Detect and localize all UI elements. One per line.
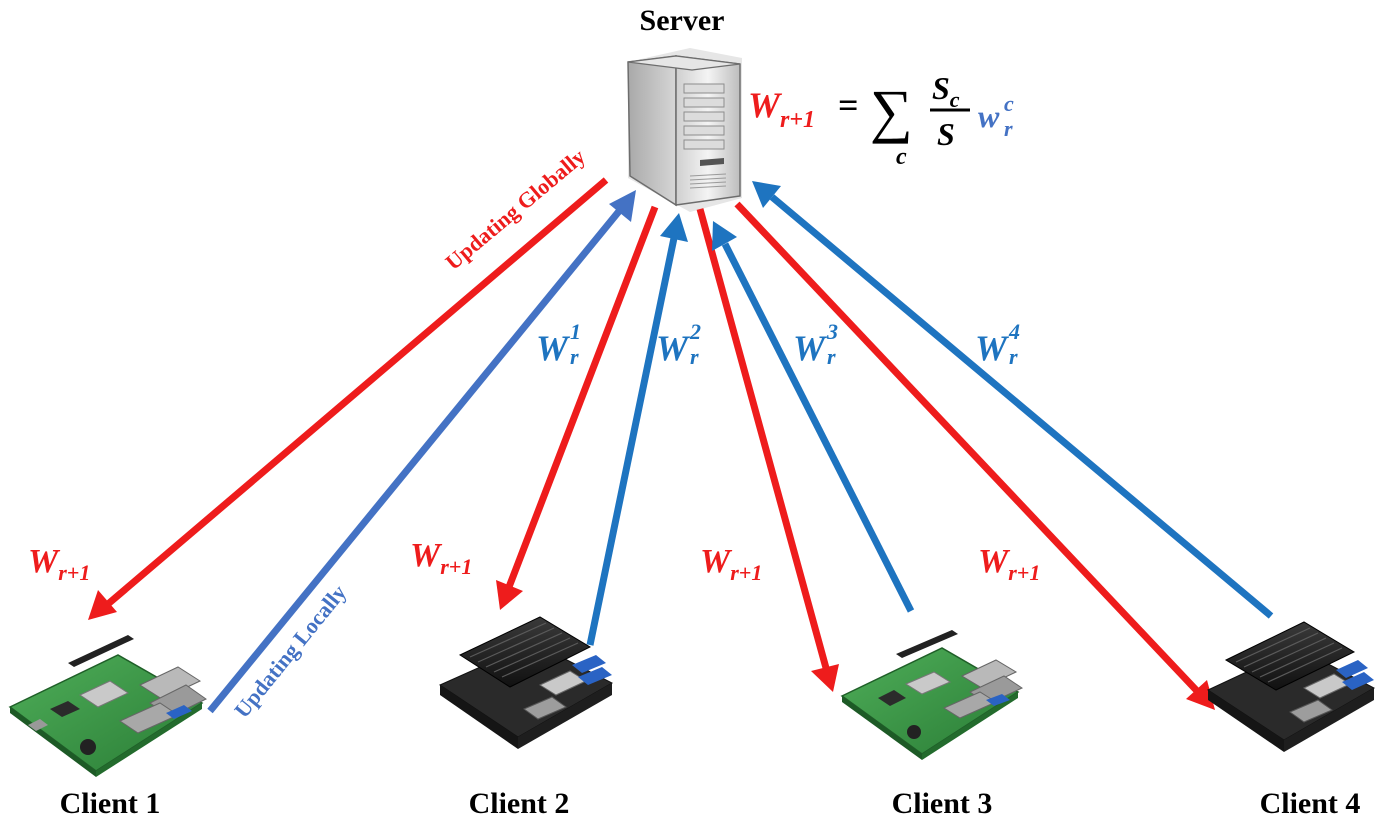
formula-numerator-sub: c xyxy=(950,87,960,112)
aggregation-formula: Wr+1 = ∑ c Sc S w c r xyxy=(748,70,1014,170)
client-2-label: Client 2 xyxy=(469,787,570,820)
local-arrowhead-client-4 xyxy=(752,181,781,208)
svg-text:2: 2 xyxy=(689,319,701,344)
formula-denominator: S xyxy=(937,116,955,152)
svg-text:r: r xyxy=(1009,344,1018,369)
global-arrowhead-client-4 xyxy=(1186,680,1215,710)
local-arrow-client-1 xyxy=(207,207,623,714)
global-arrow-client-4 xyxy=(734,201,1201,695)
client-2-board-icon xyxy=(438,616,614,749)
formula-lhs-sub: r+1 xyxy=(780,107,815,133)
local-arrowhead-client-1 xyxy=(609,190,636,222)
local-arrow-client-4 xyxy=(769,194,1274,619)
svg-text:4: 4 xyxy=(1008,319,1020,344)
global-label-client-4: Wr+1 xyxy=(978,543,1040,585)
local-arrowhead-client-2 xyxy=(660,213,688,242)
local-arrowhead-client-3 xyxy=(712,221,737,251)
svg-text:r: r xyxy=(690,344,699,369)
client-4-label: Client 4 xyxy=(1260,787,1361,820)
client-4-board-icon xyxy=(1206,621,1376,752)
svg-text:r: r xyxy=(827,344,836,369)
formula-term-sub: r xyxy=(1004,116,1013,141)
formula-term-sup: c xyxy=(1004,91,1014,116)
server-icon xyxy=(627,48,742,212)
global-arrowhead-client-2 xyxy=(496,580,523,610)
updating-locally-label: Updating Locally xyxy=(229,580,351,723)
formula-lhs-base: W xyxy=(748,85,783,125)
global-arrow-client-1 xyxy=(105,177,609,607)
svg-text:1: 1 xyxy=(570,319,581,344)
client-1-label: Client 1 xyxy=(60,787,161,820)
global-arrowhead-client-1 xyxy=(88,590,117,620)
formula-numerator-base: S xyxy=(932,70,950,106)
local-arrow-client-2 xyxy=(586,237,678,646)
svg-text:Sc: Sc xyxy=(932,70,960,112)
svg-text:W: W xyxy=(793,328,828,368)
local-label-client-4: W 4 r xyxy=(975,319,1020,369)
svg-text:W: W xyxy=(656,328,691,368)
local-label-client-2: W 2 r xyxy=(656,319,701,369)
global-arrow-client-2 xyxy=(505,205,659,589)
svg-text:r: r xyxy=(570,344,579,369)
svg-text:Wr+1: Wr+1 xyxy=(748,85,815,133)
server-label: Server xyxy=(640,4,725,37)
formula-sum-symbol: ∑ xyxy=(870,78,913,144)
svg-text:3: 3 xyxy=(826,319,838,344)
client-1-board-icon xyxy=(8,635,207,777)
global-arrowhead-client-3 xyxy=(811,664,839,692)
formula-sum-index: c xyxy=(896,144,907,170)
client-3-board-icon xyxy=(840,630,1024,760)
svg-text:w: w xyxy=(978,98,1000,134)
global-label-client-1: Wr+1 xyxy=(28,543,90,585)
client-3-label: Client 3 xyxy=(892,787,993,820)
formula-term-base: w xyxy=(978,98,1000,134)
global-label-client-3: Wr+1 xyxy=(700,543,762,585)
arrows xyxy=(88,177,1274,714)
global-arrow-client-3 xyxy=(696,208,830,669)
local-label-client-1: W 1 r xyxy=(536,319,581,369)
formula-equals: = xyxy=(838,85,859,125)
local-arrow-client-3 xyxy=(721,242,915,613)
svg-text:W: W xyxy=(536,328,571,368)
local-label-client-3: W 3 r xyxy=(793,319,838,369)
svg-text:W: W xyxy=(975,328,1010,368)
global-label-client-2: Wr+1 xyxy=(410,537,472,579)
